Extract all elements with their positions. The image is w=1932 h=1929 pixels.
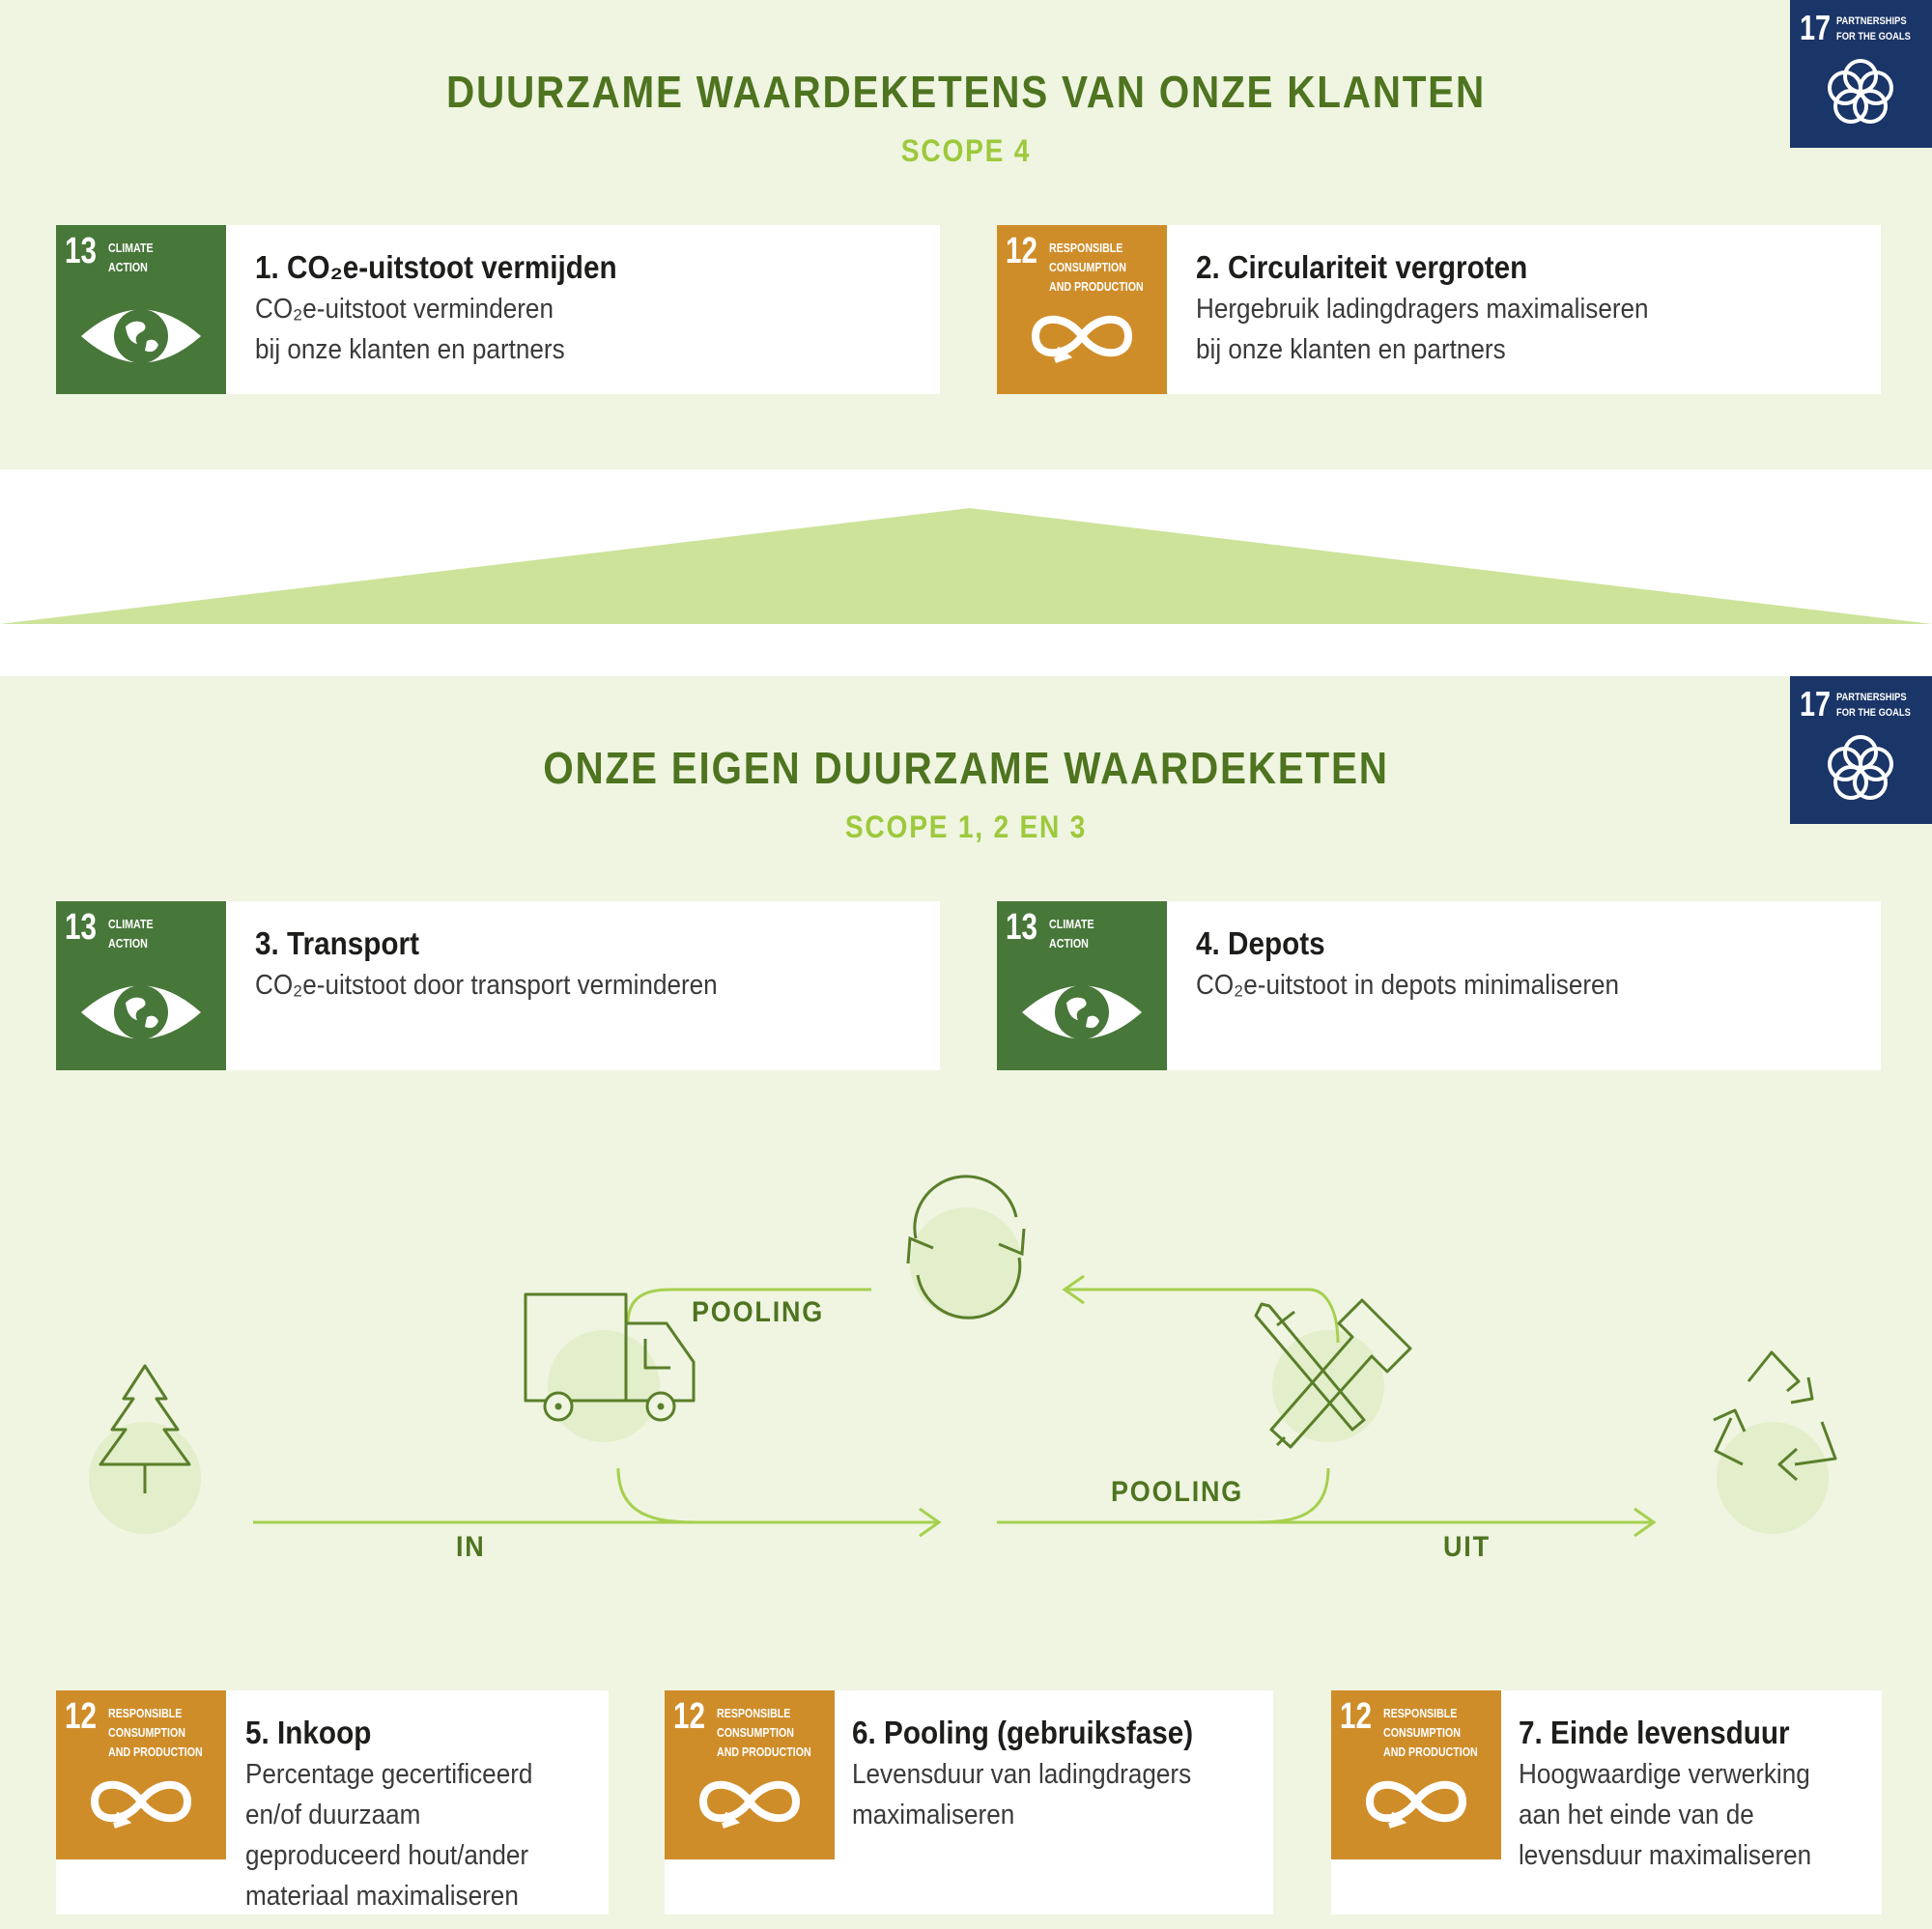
tree-icon [99, 1364, 191, 1493]
card-title: 3. Transport [255, 925, 420, 961]
card-title: 7. Einde levensduur [1519, 1715, 1790, 1750]
card-title: 2. Circulariteit vergroten [1196, 249, 1528, 285]
card-einde-levensduur: 12 RESPONSIBLE CONSUMPTION AND PRODUCTIO… [1331, 1690, 1882, 1915]
card-description: CO₂e-uitstoot verminderen bij onze klant… [255, 294, 565, 365]
card-description: Hergebruik ladingdragers maximaliseren b… [1196, 294, 1649, 365]
card-transport: 13 CLIMATE ACTION 3. Transport CO₂e-uits… [56, 901, 940, 1070]
pooling-up-curve [1255, 1467, 1330, 1524]
sdg-12-badge: 12 RESPONSIBLE CONSUMPTION AND PRODUCTIO… [56, 1690, 226, 1859]
sdg-13-badge: 13 CLIMATE ACTION [997, 901, 1167, 1070]
sdg-label: CLIMATE ACTION [108, 241, 154, 274]
refresh-cycle-icon [906, 1175, 1026, 1319]
truck-circle-bg [548, 1330, 660, 1442]
sdg-17-badge: 17 PARTNERSHIPS FOR THE GOALS [1790, 676, 1932, 824]
pooling-bottom-label: POOLING [1111, 1476, 1244, 1508]
truck-icon [524, 1292, 696, 1422]
infinity-icon [698, 1780, 801, 1829]
sdg-number: 17 [1800, 8, 1832, 47]
sdg-number: 12 [1006, 231, 1037, 271]
scope-subtitle: SCOPE 1, 2 EN 3 [844, 809, 1088, 844]
card-depots: 13 CLIMATE ACTION 4. Depots CO₂e-uitstoo… [997, 901, 1881, 1070]
sdg-label: PARTNERSHIPS FOR THE GOALS [1836, 15, 1911, 43]
card-co2-avoid: 13 CLIMATE ACTION 1. CO₂e-uitstoot vermi… [56, 225, 940, 394]
card-description: CO₂e-uitstoot in depots minimaliseren [1196, 970, 1620, 1001]
climate-eye-icon [81, 309, 201, 363]
card-title: 4. Depots [1196, 925, 1325, 961]
pooling-down-curve [616, 1467, 696, 1524]
sdg-label: RESPONSIBLE CONSUMPTION AND PRODUCTION [1049, 241, 1144, 294]
sdg-number: 12 [1340, 1696, 1372, 1737]
sdg-12-badge: 12 RESPONSIBLE CONSUMPTION AND PRODUCTIO… [997, 225, 1167, 394]
infinity-icon [1365, 1780, 1467, 1829]
in-label: IN [456, 1531, 486, 1563]
tools-circle-bg [1272, 1330, 1384, 1442]
partnership-flower-icon [1828, 59, 1893, 124]
sdg-13-badge: 13 CLIMATE ACTION [56, 225, 226, 394]
recycle-circle-bg [1717, 1422, 1829, 1534]
tools-icon [1254, 1298, 1412, 1449]
card-description: CO₂e-uitstoot door transport verminderen [255, 970, 718, 1001]
infinity-icon [90, 1780, 192, 1829]
infinity-icon [1031, 315, 1133, 363]
card-inkoop: 12 RESPONSIBLE CONSUMPTION AND PRODUCTIO… [56, 1690, 609, 1915]
pooling-top-line [626, 1288, 871, 1324]
sdg-label: RESPONSIBLE CONSUMPTION AND PRODUCTION [1383, 1706, 1478, 1759]
card-title: 1. CO₂e-uitstoot vermijden [255, 249, 617, 285]
climate-eye-icon [81, 985, 201, 1039]
section-title: ONZE EIGEN DUURZAME WAARDEKETEN [543, 743, 1389, 793]
sdg-number: 13 [1006, 907, 1037, 948]
card-description: Hoogwaardige verwerking aan het einde va… [1519, 1759, 1812, 1871]
connector-triangle [0, 508, 1932, 624]
cycle-circle-bg [910, 1207, 1022, 1319]
climate-eye-icon [1022, 985, 1142, 1039]
sdg-label: RESPONSIBLE CONSUMPTION AND PRODUCTION [717, 1706, 811, 1759]
own-value-chain-section: ONZE EIGEN DUURZAME WAARDEKETEN SCOPE 1,… [0, 676, 1932, 1929]
sdg-12-badge: 12 RESPONSIBLE CONSUMPTION AND PRODUCTIO… [665, 1690, 835, 1859]
sdg-number: 12 [65, 1696, 97, 1737]
sdg-label: CLIMATE ACTION [1049, 917, 1094, 950]
sdg-13-badge: 13 CLIMATE ACTION [56, 901, 226, 1070]
sdg-number: 12 [673, 1696, 705, 1737]
card-description: Percentage gecertificeerd en/of duurzaam… [245, 1759, 533, 1912]
scope-subtitle: SCOPE 4 [900, 133, 1032, 168]
sdg-label: PARTNERSHIPS FOR THE GOALS [1836, 692, 1911, 719]
card-title: 5. Inkoop [245, 1715, 372, 1750]
value-chain-flow-diagram [89, 1175, 1837, 1538]
partnership-flower-icon [1828, 735, 1893, 800]
sdg-17-badge: 17 PARTNERSHIPS FOR THE GOALS [1790, 0, 1932, 148]
sdg-number: 17 [1800, 684, 1832, 723]
sdg-label: CLIMATE ACTION [108, 917, 154, 950]
sdg-label: RESPONSIBLE CONSUMPTION AND PRODUCTION [108, 1706, 203, 1759]
recycle-icon [1713, 1350, 1837, 1482]
card-description: Levensduur van ladingdragers maximaliser… [852, 1759, 1192, 1830]
card-pooling: 12 RESPONSIBLE CONSUMPTION AND PRODUCTIO… [665, 1690, 1273, 1915]
card-circularity: 12 RESPONSIBLE CONSUMPTION AND PRODUCTIO… [997, 225, 1881, 394]
sdg-number: 13 [65, 907, 97, 948]
pooling-top-label: POOLING [692, 1296, 825, 1328]
uit-label: UIT [1443, 1531, 1491, 1563]
customer-value-chain-section: DUURZAME WAARDEKETENS VAN ONZE KLANTEN S… [0, 0, 1932, 469]
page-title: DUURZAME WAARDEKETENS VAN ONZE KLANTEN [446, 67, 1486, 117]
card-title: 6. Pooling (gebruiksfase) [852, 1715, 1194, 1750]
sdg-12-badge: 12 RESPONSIBLE CONSUMPTION AND PRODUCTIO… [1331, 1690, 1501, 1859]
sdg-number: 13 [65, 231, 97, 271]
